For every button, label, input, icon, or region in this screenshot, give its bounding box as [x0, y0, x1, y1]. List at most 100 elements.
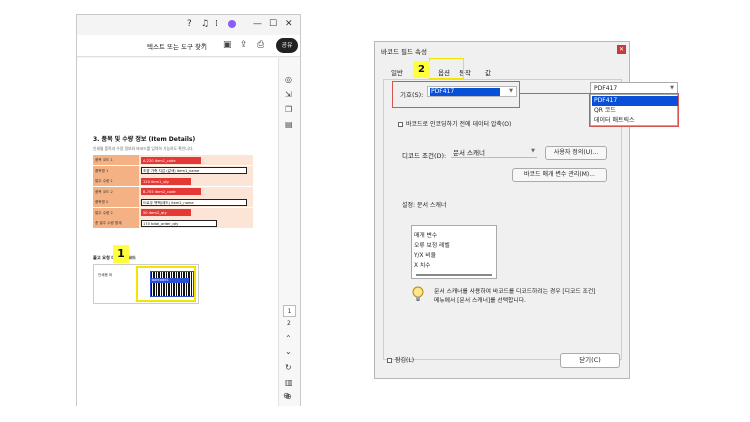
barcode-field[interactable]: [150, 271, 194, 297]
dropdown-option-qr[interactable]: QR 코드: [594, 107, 616, 114]
refresh-icon[interactable]: ↻: [285, 363, 292, 372]
row-label: 발주 수량 2: [93, 207, 139, 218]
compress-label: 바코드로 인코딩하기 전에 데이터 압축(O): [406, 121, 512, 128]
symbology-select[interactable]: PDF417 ▼: [427, 86, 517, 97]
row-label: 품목 코드 1: [93, 155, 139, 165]
search-icon[interactable]: ⌕: [201, 40, 207, 50]
help-icon[interactable]: ?: [187, 19, 192, 29]
barcode-highlight: barcode1: [136, 266, 196, 302]
comment-icon[interactable]: ◎: [285, 75, 292, 84]
zoom-in-icon[interactable]: ⊕: [285, 392, 292, 401]
share-button[interactable]: 공유: [276, 38, 298, 53]
decode-condition-select[interactable]: 문서 스캐너 ▼: [451, 147, 537, 158]
close-icon[interactable]: ✕: [285, 19, 293, 29]
lightbulb-icon: [412, 286, 424, 301]
compress-checkbox[interactable]: [398, 122, 403, 127]
dialog-close-icon[interactable]: ✕: [617, 45, 626, 54]
minimize-icon[interactable]: —: [253, 19, 262, 29]
form-field-item2-qty[interactable]: 50 item2_qty: [141, 209, 191, 216]
maximize-icon[interactable]: ☐: [269, 19, 278, 29]
symbology-selected-value: PDF417: [430, 88, 500, 96]
table-row: 품목명 2 드로우 백팩(레드) item2_name: [93, 197, 253, 208]
row-label: 총 발주 수량 합계: [93, 218, 139, 228]
lock-checkbox-row[interactable]: 잠김(L): [387, 355, 414, 364]
copy-icon[interactable]: ❐: [285, 105, 293, 114]
row-label: 품목 코드 2: [93, 186, 139, 197]
chevron-down-icon: ▼: [670, 85, 674, 91]
apps-icon[interactable]: ⁞: [215, 19, 218, 29]
document-icon[interactable]: ▤: [285, 120, 293, 129]
custom-button[interactable]: 사용자 정의(U)...: [545, 146, 607, 160]
row-label: 발주 수량 1: [93, 176, 139, 186]
row-cell: 170 total_order_qty: [139, 218, 253, 228]
table-row: 품목 코드 1 A-220 item1_code: [93, 155, 253, 166]
dropdown-option-datamatrix[interactable]: 데이터 매트릭스: [594, 117, 635, 124]
symbology-dropdown-list: PDF417 QR 코드 데이터 매트릭스: [590, 94, 678, 126]
row-cell: 조경 가죽 지갑 (갈색) item1_name: [139, 165, 253, 176]
tab-actions[interactable]: 동작: [459, 69, 471, 77]
document-page: 3. 품목 및 수량 정보 (Item Details) 인쇄될 품목과 수량 …: [77, 58, 278, 406]
table-row: 품목 코드 2 B-705 item2_code: [93, 186, 253, 197]
barcode-properties-dialog: 바코드 필드 속성 ✕ 일반 옵션 동작 값: [374, 41, 630, 379]
acrobat-toolbar: 텍스트 또는 도구 찾기 ⌕ ▣ ⇪ ⎙ 공유: [77, 35, 300, 57]
search-tools-text[interactable]: 텍스트 또는 도구 찾기: [147, 43, 208, 51]
row-cell: B-705 item2_code: [139, 186, 253, 197]
acrobat-window: ? ♫ ⁞ — ☐ ✕ 텍스트 또는 도구 찾기 ⌕ ▣ ⇪ ⎙ 공유 3. 품…: [76, 14, 301, 406]
compress-checkbox-row[interactable]: 바코드로 인코딩하기 전에 데이터 압축(O): [398, 119, 511, 128]
form-field-item1-name[interactable]: 조경 가죽 지갑 (갈색) item1_name: [141, 167, 247, 174]
row-cell: 120 item1_qty: [139, 176, 253, 186]
dialog-title: 바코드 필드 속성: [381, 48, 427, 56]
form-field-total-qty[interactable]: 170 total_order_qty: [141, 219, 217, 227]
list-item: X 치수: [414, 263, 431, 269]
upload-icon[interactable]: ⇪: [240, 40, 248, 50]
manage-parameters-button[interactable]: 바코드 매개 변수 관리(M)...: [512, 168, 607, 182]
row-label: 품목명 2: [93, 197, 139, 207]
callout-badge-1: 1: [113, 245, 129, 263]
settings-label: 설정: 문서 스캐너: [402, 202, 447, 209]
list-scrollbar[interactable]: [416, 274, 492, 276]
symbology-label: 기호(S):: [400, 91, 424, 99]
form-field-item2-code[interactable]: B-705 item2_code: [141, 188, 201, 195]
callout-badge-2: 2: [413, 61, 430, 78]
print-icon[interactable]: ⎙: [257, 40, 265, 50]
chevron-down-icon: ▼: [509, 88, 513, 94]
hint-text: 문서 스캐너를 사용하여 바코드를 디코드하려는 경우 [디코드 조건] 메뉴에…: [434, 289, 596, 304]
avatar[interactable]: [228, 20, 236, 28]
close-button[interactable]: 닫기(C): [560, 353, 620, 368]
form-field-item2-name[interactable]: 드로우 백팩(레드) item2_name: [141, 198, 247, 206]
form-field-item1-code[interactable]: A-220 item1_code: [141, 156, 201, 164]
zoom-out-icon[interactable]: ⊖: [283, 391, 290, 400]
chevron-down-icon[interactable]: ⌄: [285, 347, 292, 356]
page-number-input[interactable]: 1: [283, 305, 296, 317]
decode-condition-value: 문서 스캐너: [453, 149, 485, 157]
list-item: 매개 변수: [414, 233, 438, 239]
row-cell: 드로우 백팩(레드) item2_name: [139, 197, 253, 207]
table-row: 품목명 1 조경 가죽 지갑 (갈색) item1_name: [93, 165, 253, 176]
barcode-field-name: barcode1: [151, 278, 189, 283]
chevron-down-icon: ▼: [531, 148, 535, 154]
window-titlebar: ? ♫ ⁞ — ☐ ✕: [77, 15, 300, 35]
save-icon[interactable]: ▣: [223, 40, 232, 50]
barcode-section: 인쇄용 바 barcode1: [93, 264, 199, 304]
options-tab-highlight: [429, 58, 464, 79]
chevron-up-icon[interactable]: ⌃: [285, 334, 292, 343]
export-icon[interactable]: ⇲: [285, 90, 292, 99]
page-fit-icon[interactable]: ▥: [285, 378, 293, 387]
tab-general[interactable]: 일반: [391, 69, 403, 77]
dropdown-option-pdf417[interactable]: PDF417: [592, 96, 678, 106]
options-tab-panel: [383, 79, 622, 360]
bell-icon[interactable]: ♫: [201, 19, 210, 29]
dropdown-value: PDF417: [594, 85, 618, 92]
row-cell: A-220 item1_code: [139, 155, 253, 165]
decode-condition-label: 디코드 조건(D):: [402, 152, 447, 160]
parameter-list[interactable]: 매개 변수 오류 보정 레벨 Y/X 비율 X 치수: [411, 225, 497, 279]
form-field-item1-qty[interactable]: 120 item1_qty: [141, 177, 191, 185]
tab-value[interactable]: 값: [485, 69, 491, 77]
table-row: 발주 수량 1 120 item1_qty: [93, 176, 253, 187]
table-row: 발주 수량 2 50 item2_qty: [93, 207, 253, 218]
table-row: 총 발주 수량 합계 170 total_order_qty: [93, 218, 253, 229]
lock-label: 잠김(L): [395, 357, 415, 364]
page-total: 2: [287, 320, 291, 327]
lock-checkbox[interactable]: [387, 358, 392, 363]
tab-options[interactable]: 옵션: [438, 69, 450, 77]
